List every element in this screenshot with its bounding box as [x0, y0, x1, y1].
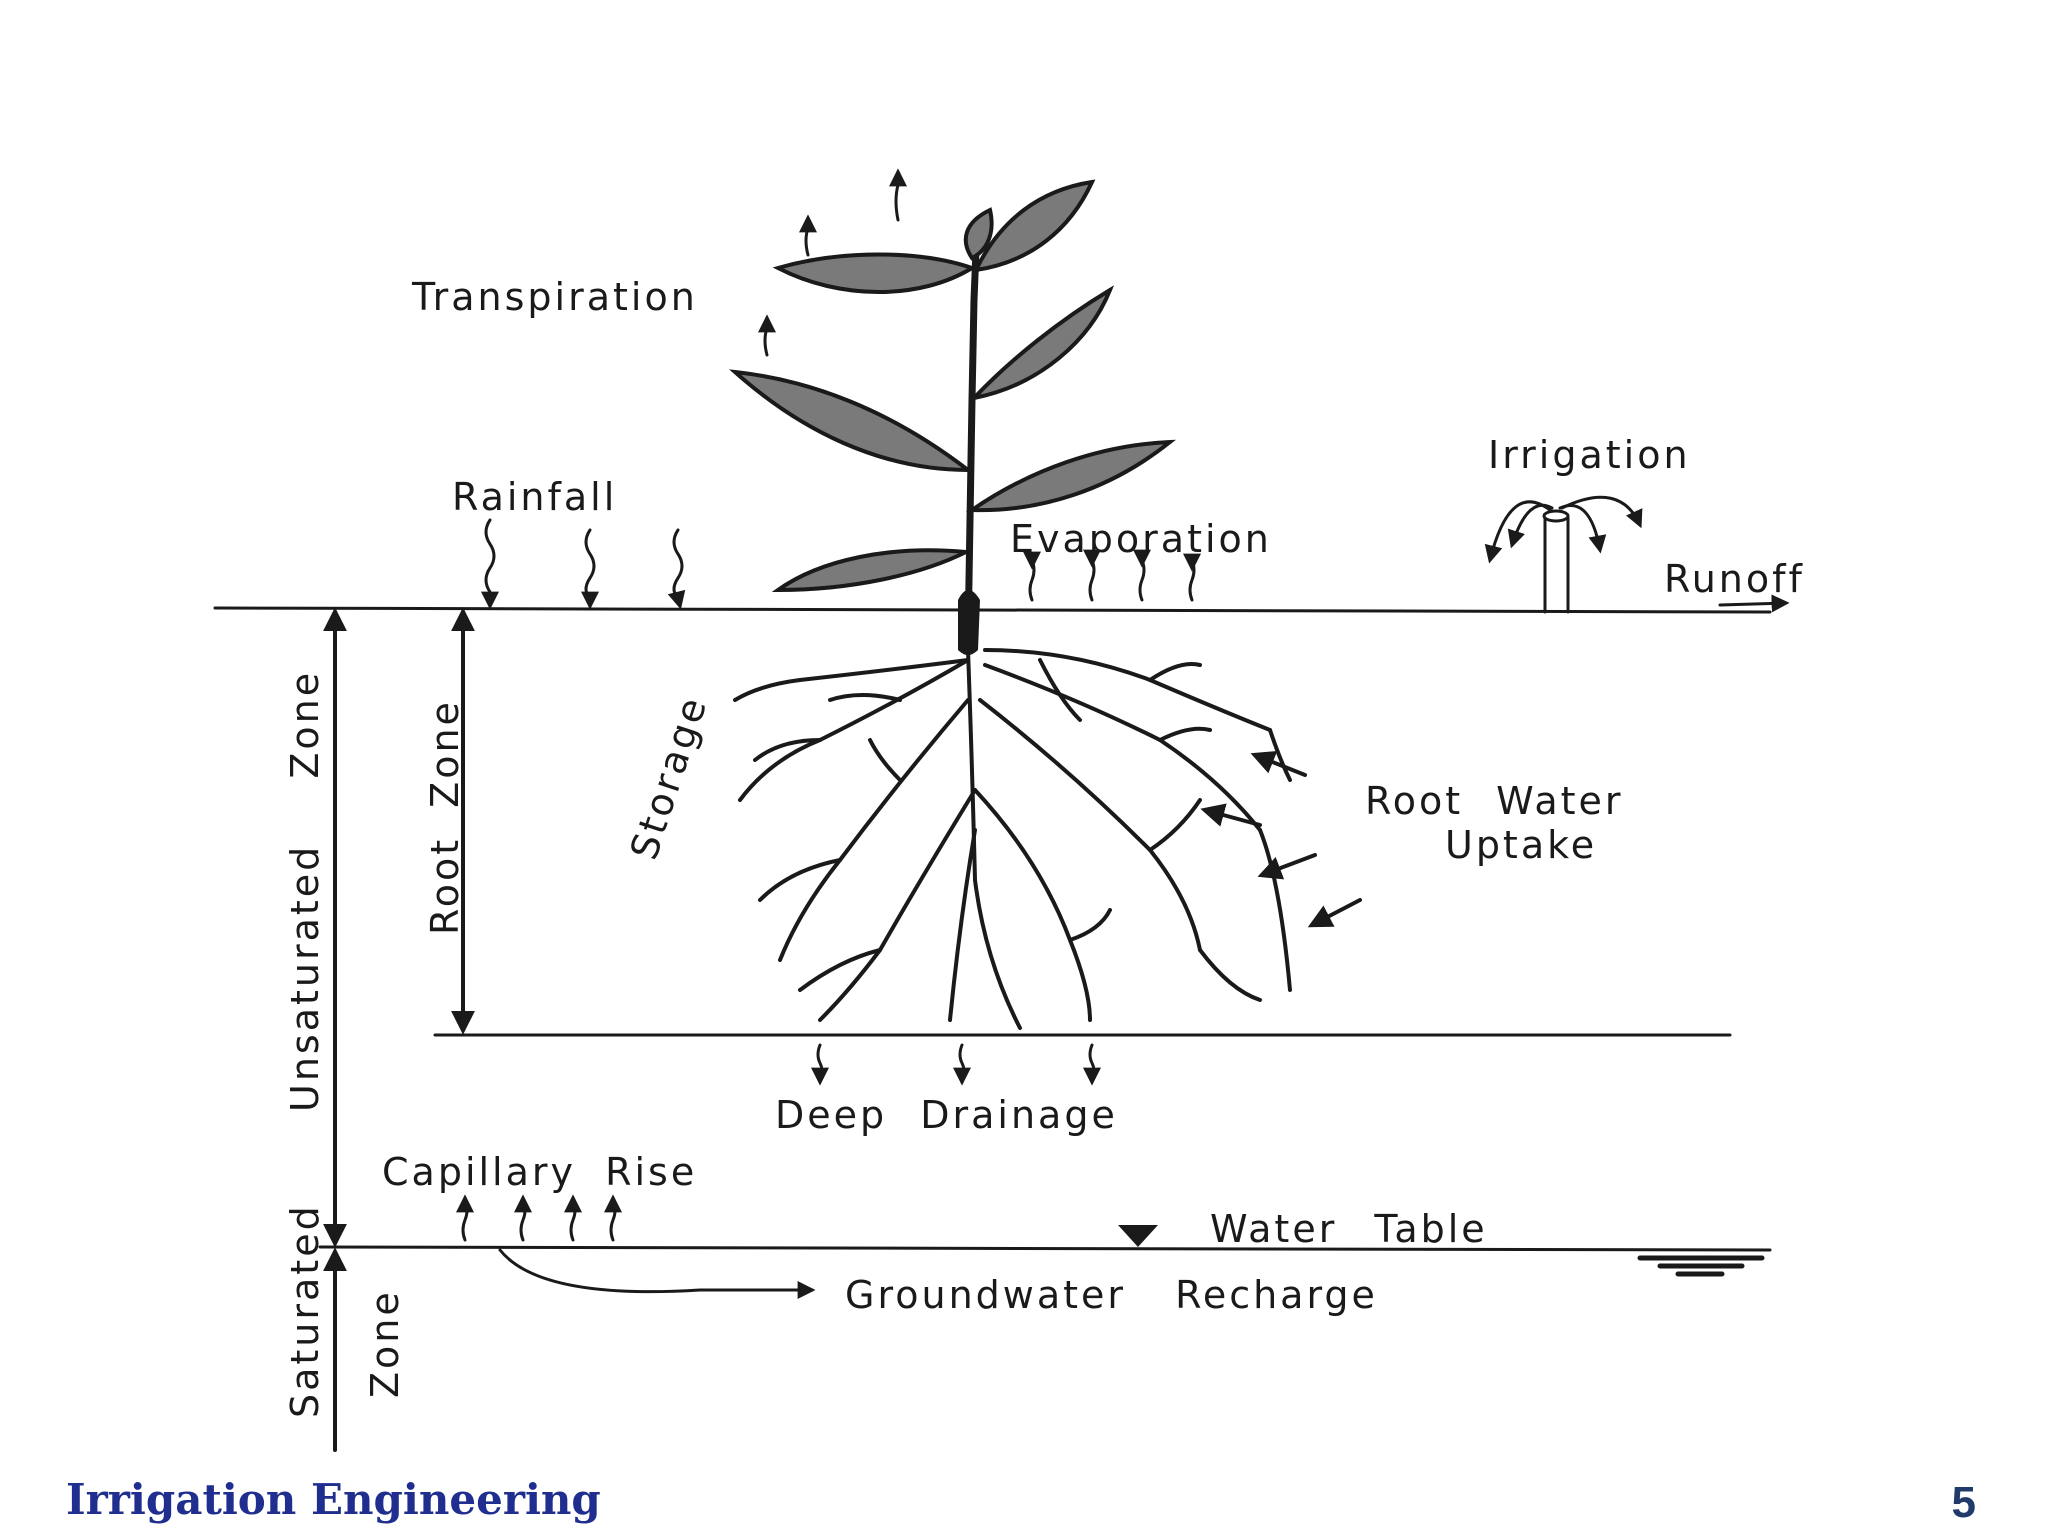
label-rainfall: Rainfall — [452, 475, 617, 519]
label-root-water-uptake-2: Uptake — [1445, 823, 1597, 867]
label-saturated: Saturated — [283, 1203, 327, 1418]
root-crown — [958, 590, 980, 655]
label-runoff: Runoff — [1664, 557, 1805, 601]
plant-roots — [733, 648, 1292, 1030]
label-root-zone: Root Zone — [423, 699, 467, 935]
label-irrigation: Irrigation — [1488, 433, 1691, 477]
groundwater-recharge-arrow — [498, 1248, 816, 1299]
runoff-arrow — [1718, 594, 1790, 613]
label-transpiration: Transpiration — [411, 275, 698, 319]
deep-drainage-arrows — [811, 1043, 1101, 1086]
label-unsaturated-zone: Unsaturated Zone — [283, 670, 327, 1112]
label-deep-drainage: Deep Drainage — [775, 1093, 1118, 1137]
ground-surface-line — [213, 606, 1772, 614]
label-root-water-uptake-1: Root Water — [1365, 779, 1624, 823]
label-evaporation: Evaporation — [1010, 517, 1272, 561]
irrigation-sprinkler — [1484, 495, 1643, 614]
plant-leaves — [729, 179, 1177, 593]
footer-title: Irrigation Engineering — [66, 1475, 601, 1524]
capillary-rise-arrows — [456, 1194, 622, 1242]
label-water-table: Water Table — [1210, 1207, 1488, 1251]
root-water-uptake-arrows — [1200, 750, 1362, 928]
water-table-line — [318, 1245, 1772, 1252]
label-capillary-rise: Capillary Rise — [382, 1150, 697, 1194]
label-groundwater-recharge: Groundwater Recharge — [845, 1273, 1378, 1317]
plant-stem — [964, 246, 980, 644]
label-saturated-zone: Zone — [363, 1289, 407, 1398]
label-storage: Storage — [622, 690, 716, 865]
evaporation-arrows — [1023, 549, 1201, 602]
page-number: 5 — [1951, 1478, 1976, 1527]
rainfall-arrows — [481, 518, 686, 610]
transpiration-arrows — [758, 168, 907, 357]
water-table-symbol — [1118, 1225, 1765, 1277]
